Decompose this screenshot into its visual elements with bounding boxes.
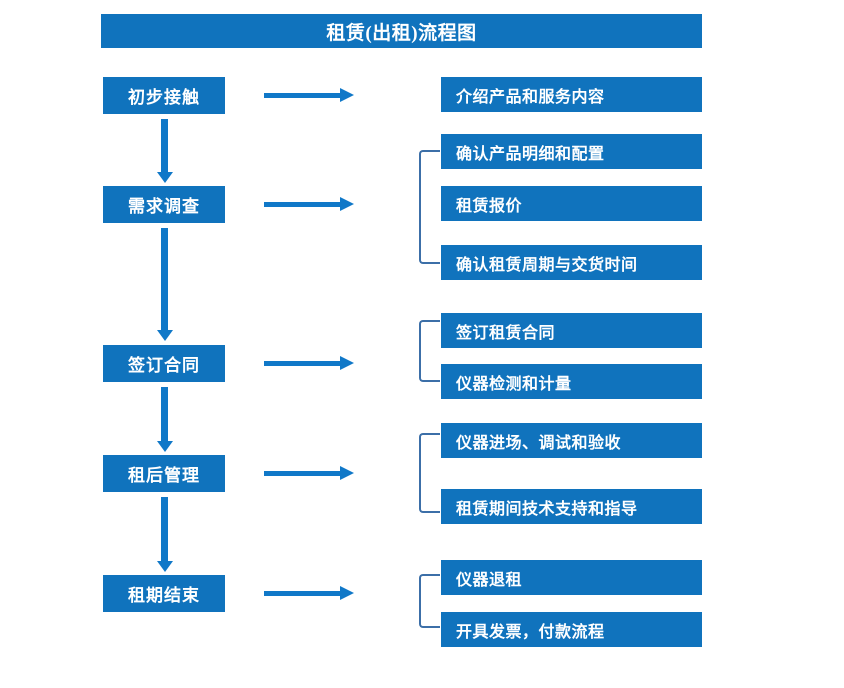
detail-box-6[interactable]: 仪器检测和计量 <box>441 364 702 399</box>
bracket-group-4 <box>419 433 440 513</box>
detail-box-5[interactable]: 签订租赁合同 <box>441 313 702 348</box>
stage-detail-arrow-2 <box>264 197 354 211</box>
flow-arrow-down-2 <box>157 228 173 341</box>
bracket-group-3 <box>419 320 440 382</box>
detail-box-4[interactable]: 确认租赁周期与交货时间 <box>441 245 702 280</box>
stage-box-5[interactable]: 租期结束 <box>103 575 225 612</box>
detail-box-8[interactable]: 租赁期间技术支持和指导 <box>441 489 702 524</box>
detail-box-3[interactable]: 租赁报价 <box>441 186 702 221</box>
detail-box-2[interactable]: 确认产品明细和配置 <box>441 134 702 169</box>
stage-detail-arrow-3 <box>264 356 354 370</box>
stage-box-3[interactable]: 签订合同 <box>103 345 225 382</box>
detail-box-10[interactable]: 开具发票，付款流程 <box>441 612 702 647</box>
stage-box-4[interactable]: 租后管理 <box>103 455 225 492</box>
flow-arrow-down-3 <box>157 387 173 452</box>
detail-box-7[interactable]: 仪器进场、调试和验收 <box>441 423 702 458</box>
flow-arrow-down-4 <box>157 497 173 572</box>
stage-box-2[interactable]: 需求调查 <box>103 186 225 223</box>
stage-detail-arrow-5 <box>264 586 354 600</box>
detail-box-1[interactable]: 介绍产品和服务内容 <box>441 77 702 112</box>
chart-title: 租赁(出租)流程图 <box>101 14 702 48</box>
bracket-group-5 <box>419 574 440 628</box>
flow-arrow-down-1 <box>157 119 173 183</box>
bracket-group-2 <box>419 150 440 264</box>
stage-detail-arrow-4 <box>264 466 354 480</box>
detail-box-9[interactable]: 仪器退租 <box>441 560 702 595</box>
stage-box-1[interactable]: 初步接触 <box>103 77 225 114</box>
stage-detail-arrow-1 <box>264 88 354 102</box>
